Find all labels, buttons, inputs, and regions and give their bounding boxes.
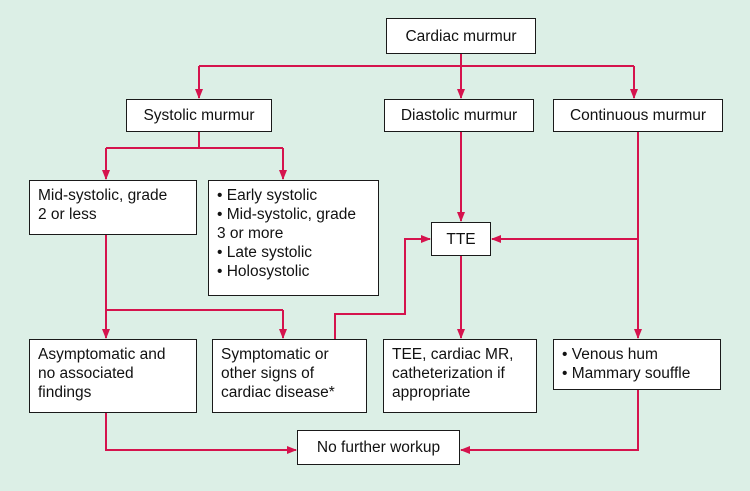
bullet-item: Mid-systolic, grade bbox=[217, 205, 370, 224]
node-continuous-murmur: Continuous murmur bbox=[553, 99, 723, 132]
node-text-line: other signs of bbox=[221, 365, 315, 382]
node-no-further-workup: No further workup bbox=[297, 430, 460, 465]
bullet-item: Venous hum bbox=[562, 345, 712, 364]
edge-symptomatic-to-tte bbox=[334, 235, 431, 339]
node-venous-hum: Venous hum Mammary souffle bbox=[553, 339, 721, 390]
node-cardiac-murmur-label: Cardiac murmur bbox=[405, 27, 517, 45]
node-diastolic-murmur-label: Diastolic murmur bbox=[400, 107, 518, 124]
node-no-further-workup-label: No further workup bbox=[316, 439, 441, 456]
node-text-line: 2 or less bbox=[38, 206, 97, 223]
node-symptomatic: Symptomatic or other signs of cardiac di… bbox=[212, 339, 367, 413]
node-tee-cardiac-mr: TEE, cardiac MR, catheterization if appr… bbox=[383, 339, 537, 413]
node-text-line: catheterization if bbox=[392, 365, 505, 382]
bullet-item: Mammary souffle bbox=[562, 364, 712, 383]
node-text-line: Symptomatic or bbox=[221, 346, 329, 363]
node-text-line: findings bbox=[38, 384, 92, 401]
node-tte: TTE bbox=[431, 222, 491, 256]
node-text-line: TEE, cardiac MR, bbox=[392, 346, 514, 363]
bullet-item: Holosystolic bbox=[217, 262, 370, 281]
node-cardiac-murmur: Cardiac murmur bbox=[386, 18, 536, 54]
bullet-item: Early systolic bbox=[217, 186, 370, 205]
node-text-line: no associated bbox=[38, 365, 134, 382]
node-text-line: Asymptomatic and bbox=[38, 346, 166, 363]
bullet-item-continuation: 3 or more bbox=[217, 225, 284, 242]
node-text-line: appropriate bbox=[392, 384, 471, 401]
node-systolic-murmur: Systolic murmur bbox=[126, 99, 272, 132]
bullet-item: Late systolic bbox=[217, 243, 370, 262]
edge-asymptomatic-to-no-workup bbox=[105, 413, 297, 454]
node-mid-systolic-grade-2: Mid-systolic, grade 2 or less bbox=[29, 180, 197, 235]
edge-venous-to-no-workup bbox=[460, 390, 639, 454]
node-systolic-murmur-label: Systolic murmur bbox=[143, 107, 255, 124]
node-text-line: cardiac disease* bbox=[221, 384, 335, 401]
node-continuous-murmur-label: Continuous murmur bbox=[569, 107, 707, 124]
node-diastolic-murmur: Diastolic murmur bbox=[384, 99, 534, 132]
node-tte-label: TTE bbox=[446, 230, 476, 248]
node-systolic-types: Early systolic Mid-systolic, grade 3 or … bbox=[208, 180, 379, 296]
node-asymptomatic: Asymptomatic and no associated findings bbox=[29, 339, 197, 413]
node-text-line: Mid-systolic, grade bbox=[38, 187, 168, 204]
